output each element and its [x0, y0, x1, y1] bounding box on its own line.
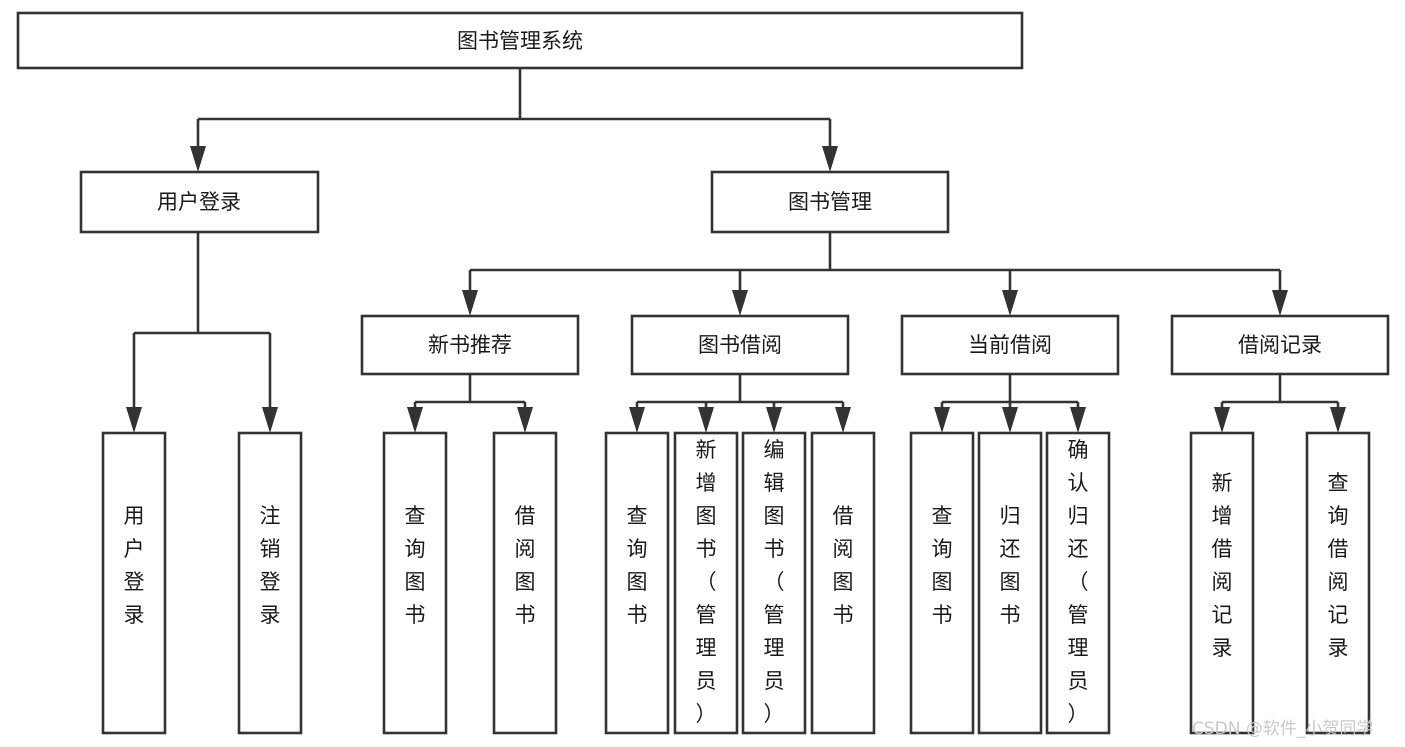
node-user-login[interactable]: 用户登录 — [79, 170, 320, 234]
arrow-to-book-borrow-icon — [732, 290, 748, 316]
node-leaf-user-login[interactable]: 用户登录 — [101, 431, 167, 735]
node-book-manage[interactable]: 图书管理 — [710, 170, 950, 234]
node-leaf-query-book-3-label: 查询图书 — [932, 504, 953, 627]
node-current-borrow-label: 当前借阅 — [968, 333, 1052, 357]
node-leaf-add-book-box[interactable] — [673, 431, 739, 735]
node-user-login-box[interactable] — [79, 170, 320, 234]
node-leaf-add-record-box[interactable] — [1189, 431, 1255, 735]
node-leaf-add-record-label: 新增借阅记录 — [1212, 471, 1233, 660]
node-leaf-borrow-book-2[interactable]: 借阅图书 — [810, 431, 876, 735]
node-leaf-borrow-book-1-box[interactable] — [492, 431, 558, 735]
node-leaf-confirm-return-box[interactable] — [1045, 431, 1111, 735]
arrow-to-leaf-logout-icon — [262, 407, 278, 433]
node-current-borrow-box[interactable] — [900, 314, 1120, 376]
node-root-box[interactable] — [16, 11, 1024, 70]
node-leaf-query-book-3-box[interactable] — [909, 431, 975, 735]
node-new-book-rec[interactable]: 新书推荐 — [360, 314, 580, 376]
node-leaf-add-book-label: 新增图书（管理员） — [696, 438, 717, 726]
edge-layer — [126, 68, 1346, 433]
arrow-to-leaf-query-book-1-icon — [407, 407, 423, 433]
node-leaf-edit-book-box[interactable] — [741, 431, 807, 735]
node-leaf-user-login-label: 用户登录 — [124, 504, 145, 627]
node-leaf-borrow-book-1[interactable]: 借阅图书 — [492, 431, 558, 735]
node-new-book-rec-box[interactable] — [360, 314, 580, 376]
arrow-to-new-book-rec-icon — [462, 290, 478, 316]
node-book-manage-box[interactable] — [710, 170, 950, 234]
arrow-to-leaf-borrow-book-2-icon — [835, 407, 851, 433]
node-leaf-query-book-2-label: 查询图书 — [627, 504, 648, 627]
node-book-manage-label: 图书管理 — [788, 190, 872, 214]
node-leaf-return-book-box[interactable] — [977, 431, 1043, 735]
node-leaf-query-book-2[interactable]: 查询图书 — [604, 431, 670, 735]
arrow-to-leaf-user-login-icon — [126, 407, 142, 433]
node-leaf-query-record[interactable]: 查询借阅记录 — [1305, 431, 1371, 735]
arrow-to-leaf-confirm-return-icon — [1070, 407, 1086, 433]
node-leaf-edit-book[interactable]: 编辑图书（管理员） — [741, 431, 807, 735]
arrow-to-borrow-record-icon — [1272, 290, 1288, 316]
node-book-borrow-label: 图书借阅 — [698, 333, 782, 357]
node-leaf-confirm-return[interactable]: 确认归还（管理员） — [1045, 431, 1111, 735]
node-leaf-edit-book-label: 编辑图书（管理员） — [764, 438, 785, 726]
node-root[interactable]: 图书管理系统 — [16, 11, 1024, 70]
node-current-borrow[interactable]: 当前借阅 — [900, 314, 1120, 376]
node-leaf-user-login-box[interactable] — [101, 431, 167, 735]
node-book-borrow[interactable]: 图书借阅 — [630, 314, 850, 376]
node-leaf-return-book-label: 归还图书 — [1000, 504, 1021, 627]
node-borrow-record-box[interactable] — [1170, 314, 1390, 376]
arrow-to-leaf-edit-book-icon — [766, 407, 782, 433]
node-leaf-query-record-box[interactable] — [1305, 431, 1371, 735]
node-leaf-logout-box[interactable] — [237, 431, 303, 735]
node-leaf-confirm-return-label: 确认归还（管理员） — [1068, 438, 1089, 726]
node-leaf-query-book-2-box[interactable] — [604, 431, 670, 735]
node-leaf-query-record-label: 查询借阅记录 — [1328, 471, 1349, 660]
arrow-to-leaf-borrow-book-1-icon — [517, 407, 533, 433]
node-leaf-borrow-book-1-label: 借阅图书 — [515, 504, 536, 627]
arrow-to-leaf-return-book-icon — [1002, 407, 1018, 433]
node-leaf-logout[interactable]: 注销登录 — [237, 431, 303, 735]
arrow-to-leaf-query-book-3-icon — [934, 407, 950, 433]
node-leaf-borrow-book-2-box[interactable] — [810, 431, 876, 735]
arrow-to-leaf-add-record-icon — [1214, 407, 1230, 433]
node-leaf-add-record[interactable]: 新增借阅记录 — [1189, 431, 1255, 735]
node-leaf-add-book[interactable]: 新增图书（管理员） — [673, 431, 739, 735]
arrow-to-user-login-icon — [190, 146, 206, 172]
arrow-to-current-borrow-icon — [1002, 290, 1018, 316]
node-user-login-label: 用户登录 — [157, 190, 241, 214]
node-leaf-query-book-1[interactable]: 查询图书 — [382, 431, 448, 735]
node-leaf-return-book[interactable]: 归还图书 — [977, 431, 1043, 735]
csdn-watermark: CSDN @软件_小贺同学 — [1192, 719, 1373, 739]
arrow-to-leaf-query-record-icon — [1330, 407, 1346, 433]
node-leaf-query-book-1-label: 查询图书 — [405, 504, 426, 627]
node-book-borrow-box[interactable] — [630, 314, 850, 376]
node-new-book-rec-label: 新书推荐 — [428, 333, 512, 357]
node-leaf-borrow-book-2-label: 借阅图书 — [833, 504, 854, 627]
arrow-to-book-manage-icon — [822, 146, 838, 172]
node-leaf-logout-label: 注销登录 — [260, 504, 281, 627]
arrow-to-leaf-add-book-icon — [698, 407, 714, 433]
node-leaf-query-book-3[interactable]: 查询图书 — [909, 431, 975, 735]
node-borrow-record-label: 借阅记录 — [1238, 333, 1322, 357]
arrow-to-leaf-query-book-2-icon — [629, 407, 645, 433]
node-leaf-query-book-1-box[interactable] — [382, 431, 448, 735]
node-borrow-record[interactable]: 借阅记录 — [1170, 314, 1390, 376]
node-root-label: 图书管理系统 — [457, 29, 583, 53]
